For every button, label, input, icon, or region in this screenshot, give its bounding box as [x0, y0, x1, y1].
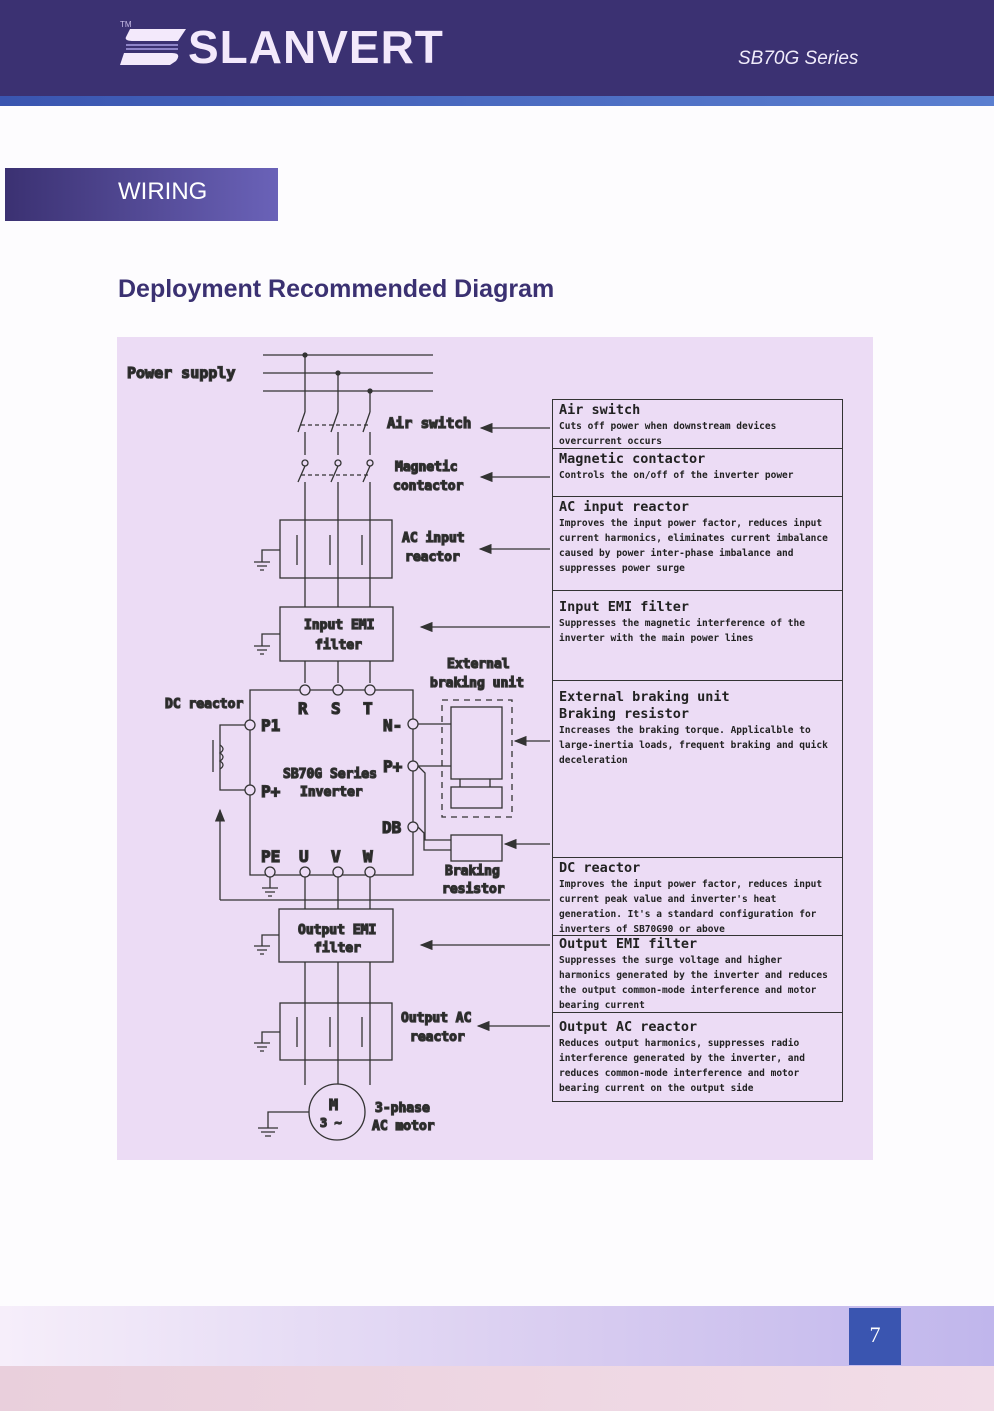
- description-text: Controls the on/off of the inverter powe…: [559, 470, 794, 481]
- output-ac-reactor-label-1: Output AC: [401, 1011, 471, 1026]
- braking-resistor-label-2: resistor: [442, 882, 505, 897]
- terminal-w: W: [363, 847, 373, 866]
- ac-input-reactor-label-1: AC input: [402, 531, 465, 546]
- output-emi-filter-label-1: Output EMI: [298, 923, 376, 938]
- description-title: Output EMI filter: [559, 936, 698, 952]
- terminal-pplus-left: P+: [261, 782, 281, 801]
- terminal-u: U: [299, 847, 309, 866]
- braking-unit-symbol: [417, 699, 513, 862]
- description-text: Suppresses the magnetic interference of …: [559, 618, 805, 644]
- input-emi-filter-label-1: Input EMI: [304, 618, 374, 633]
- description-text: Increases the braking torque. Applicalbl…: [559, 725, 828, 766]
- magnetic-contactor-label-2: contactor: [393, 479, 464, 494]
- output-emi-filter-label-2: filter: [314, 941, 361, 956]
- external-braking-unit-label-1: External: [447, 657, 510, 672]
- page-number: 7: [849, 1308, 901, 1365]
- ac-input-reactor-label-2: reactor: [405, 550, 460, 565]
- terminal-s: S: [331, 699, 341, 718]
- header-stripe: [0, 96, 994, 106]
- description-title-2: Braking resistor: [559, 706, 690, 722]
- description-text: Improves the input power factor, reduces…: [559, 518, 828, 574]
- ac-input-reactor-symbol: [254, 519, 393, 607]
- air-switch-symbol: [297, 411, 371, 455]
- terminal-db: DB: [382, 818, 402, 837]
- description-text: Reduces output harmonics, suppresses rad…: [559, 1038, 805, 1094]
- terminal-r: R: [298, 699, 308, 718]
- trademark: TM: [120, 20, 132, 29]
- braking-resistor-label-1: Braking: [445, 864, 500, 879]
- output-emi-filter-symbol: [254, 877, 394, 1003]
- page-title: Deployment Recommended Diagram: [118, 275, 555, 303]
- inverter-box: [244, 684, 419, 878]
- diagram-panel: [117, 337, 873, 1160]
- power-supply-label: Power supply: [127, 364, 235, 382]
- motor-label-2: AC motor: [372, 1119, 435, 1134]
- footer-band: [0, 1306, 994, 1366]
- logo-swoosh-icon: [120, 29, 186, 65]
- brand-name: SLANVERT: [188, 21, 444, 73]
- inverter-label-1: SB70G Series: [283, 767, 377, 782]
- description-title: DC reactor: [559, 860, 641, 876]
- section-tab: WIRING: [5, 168, 278, 221]
- description-text: Improves the input power factor, reduces…: [559, 879, 823, 935]
- input-emi-filter-symbol: [254, 606, 394, 683]
- terminal-v: V: [331, 847, 341, 866]
- motor-label-1: 3-phase: [375, 1101, 430, 1116]
- motor-symbol: [258, 1083, 366, 1141]
- description-title: Output AC reactor: [559, 1019, 698, 1035]
- motor-phase-label: 3 ~: [320, 1116, 342, 1130]
- description-title: Air switch: [559, 402, 641, 418]
- air-switch-label: Air switch: [387, 416, 471, 432]
- terminal-pplus-right: P+: [383, 757, 403, 776]
- brand-logo: TM SLANVERT: [120, 20, 444, 73]
- description-title: Input EMI filter: [559, 599, 690, 615]
- dc-reactor-label: DC reactor: [165, 697, 243, 712]
- inverter-label-2: Inverter: [300, 785, 363, 800]
- description-title: Magnetic contactor: [559, 451, 706, 467]
- pointer-arrows: [419, 422, 550, 1032]
- input-emi-filter-label-2: filter: [315, 638, 362, 653]
- description-text: Cuts off power when downstream devices o…: [559, 421, 777, 447]
- dc-reactor-symbol: [212, 724, 550, 901]
- description-title: External braking unit: [559, 689, 730, 705]
- terminal-t: T: [363, 699, 373, 718]
- output-ac-reactor-label-2: reactor: [410, 1030, 465, 1045]
- terminal-pe: PE: [261, 847, 280, 866]
- magnetic-contactor-symbol: [297, 459, 374, 520]
- bottom-band: [0, 1366, 994, 1411]
- magnetic-contactor-label-1: Magnetic: [395, 460, 458, 475]
- power-lines: [263, 352, 433, 412]
- external-braking-unit-label-2: braking unit: [430, 676, 524, 691]
- series-label: SB70G Series: [738, 48, 859, 69]
- output-ac-reactor-symbol: [254, 1002, 393, 1085]
- description-text: Suppresses the surge voltage and higher …: [559, 955, 828, 1011]
- description-title: AC input reactor: [559, 499, 690, 515]
- motor-m-label: M: [329, 1096, 338, 1114]
- terminal-p1: P1: [261, 716, 280, 735]
- terminal-nminus: N-: [383, 716, 402, 735]
- header-bar: TM SLANVERT SB70G Series: [0, 0, 994, 96]
